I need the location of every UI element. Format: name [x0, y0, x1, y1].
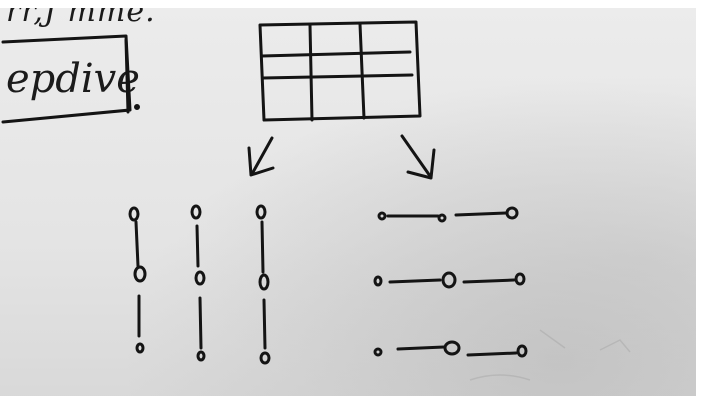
arrow-down-right [400, 134, 436, 180]
vertical-column-3 [255, 204, 271, 365]
word-box-outline [1, 34, 132, 124]
photo-border-right [696, 0, 704, 404]
photo-border-bottom [0, 396, 704, 404]
horizontal-row-2 [373, 271, 526, 289]
board-smudges [469, 329, 631, 381]
vertical-column-2 [190, 204, 206, 362]
arrow-down-left [247, 136, 275, 177]
grid-sketch [258, 20, 422, 122]
vertical-column-1 [128, 206, 147, 354]
photo-border-top [0, 0, 704, 8]
word-box-tail [124, 38, 130, 114]
horizontal-row-1 [377, 206, 519, 223]
trailing-dot [134, 104, 140, 110]
handwritten-boxed-word: epdive [6, 56, 140, 102]
horizontal-row-3 [373, 340, 528, 358]
